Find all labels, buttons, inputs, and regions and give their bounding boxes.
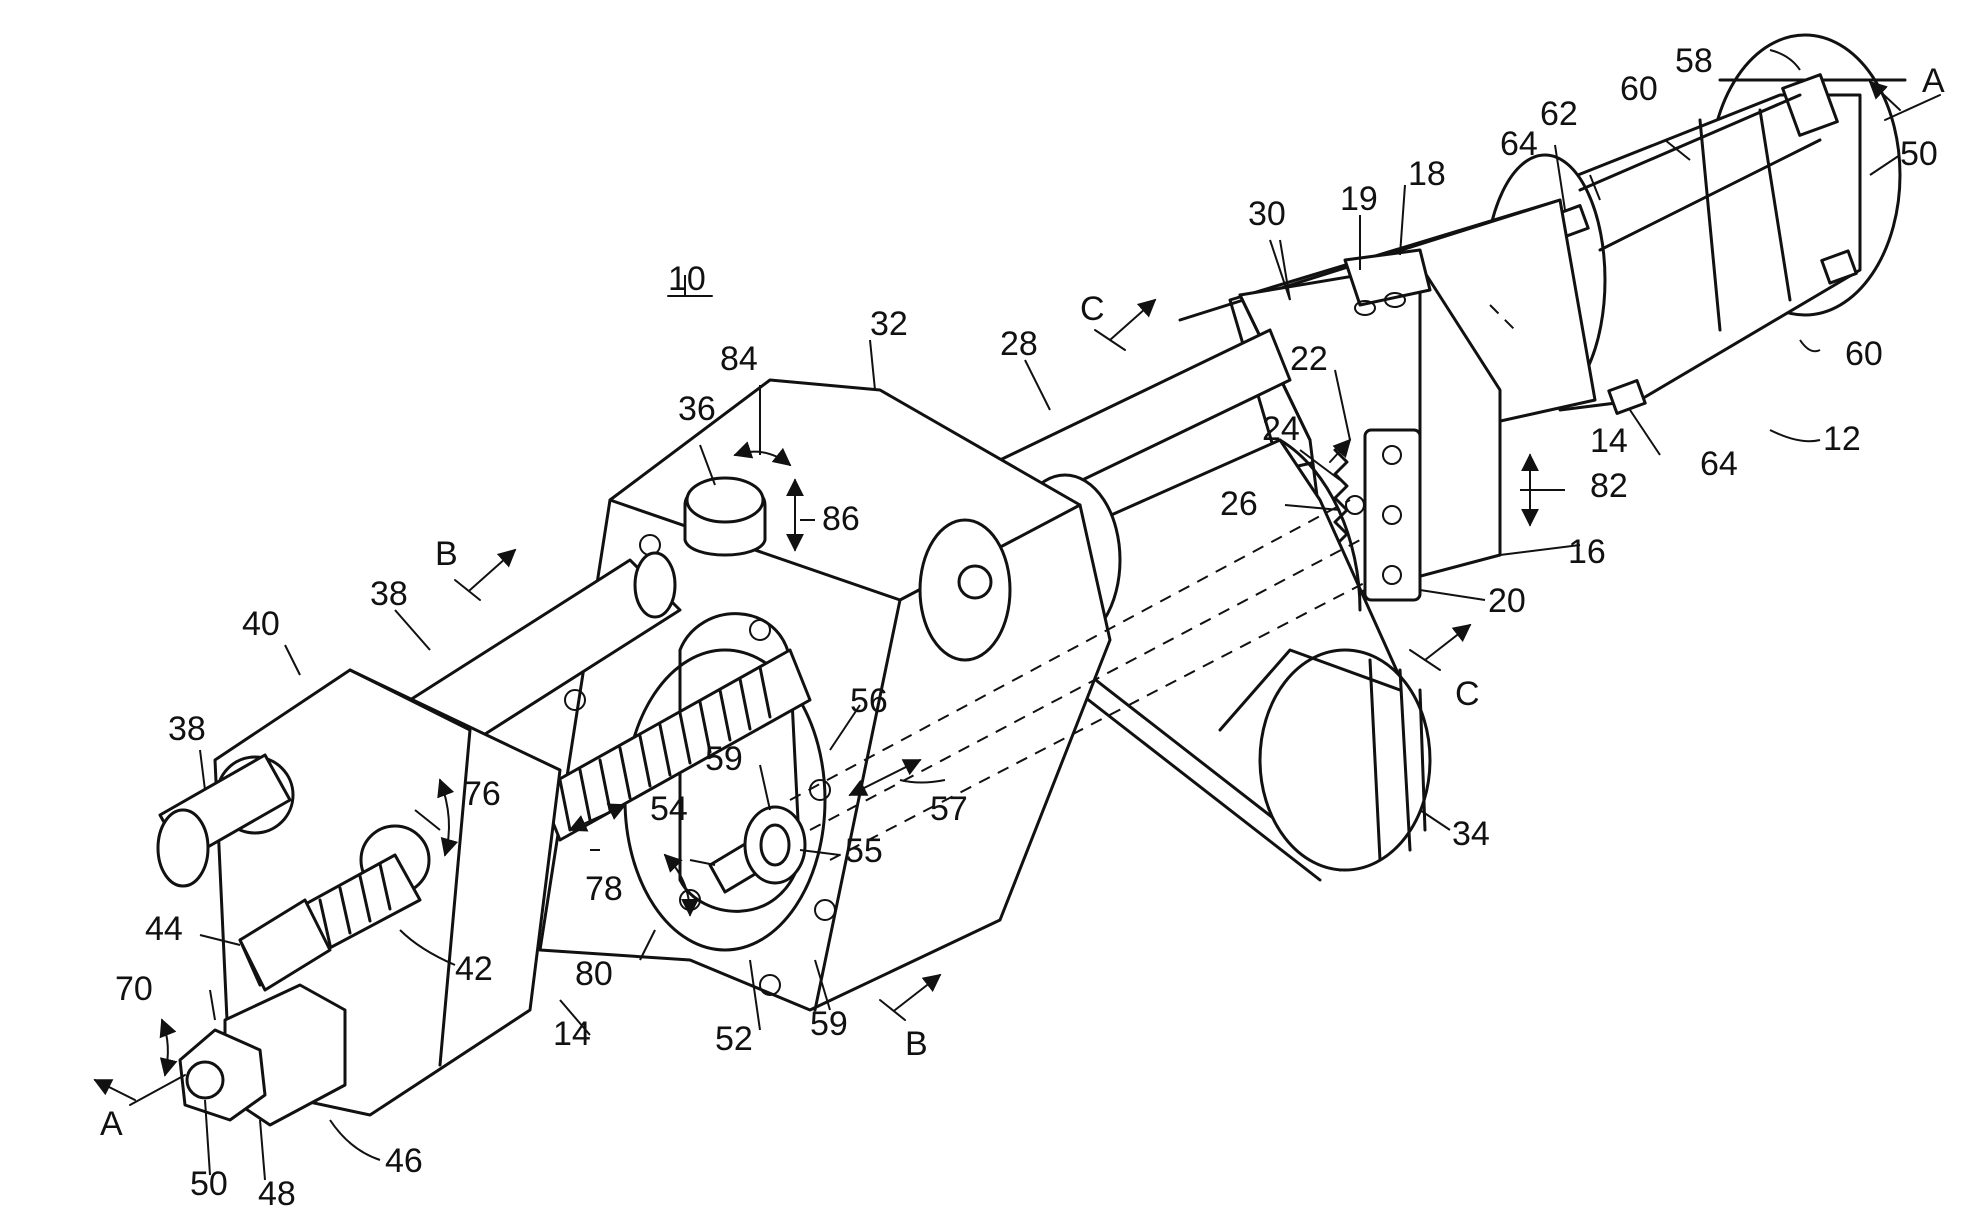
label-56: 56 xyxy=(850,682,888,720)
adjustment-knob xyxy=(685,478,765,555)
label-64-upper: 64 xyxy=(1500,125,1538,163)
label-84: 84 xyxy=(720,340,758,378)
label-60-upper: 60 xyxy=(1620,70,1658,108)
label-36: 36 xyxy=(678,390,716,428)
label-50-left: 50 xyxy=(190,1165,228,1203)
label-55: 55 xyxy=(845,832,883,870)
label-59-lower: 59 xyxy=(810,1005,848,1043)
label-86: 86 xyxy=(822,500,860,538)
label-10: 10 xyxy=(668,260,706,298)
label-54: 54 xyxy=(650,790,688,828)
section-b-bottom: B xyxy=(905,1025,928,1063)
label-59-upper: 59 xyxy=(705,740,743,778)
label-78: 78 xyxy=(585,870,623,908)
label-50-right: 50 xyxy=(1900,135,1938,173)
label-70: 70 xyxy=(115,970,153,1008)
label-58: 58 xyxy=(1675,42,1713,80)
label-48: 48 xyxy=(258,1175,296,1213)
section-a-left: A xyxy=(100,1105,123,1143)
label-62: 62 xyxy=(1540,95,1578,133)
label-34: 34 xyxy=(1452,815,1490,853)
label-18: 18 xyxy=(1408,155,1446,193)
label-28: 28 xyxy=(1000,325,1038,363)
label-40: 40 xyxy=(242,605,280,643)
section-a-right: A xyxy=(1922,62,1945,100)
label-64-lower: 64 xyxy=(1700,445,1738,483)
label-80: 80 xyxy=(575,955,613,993)
label-26: 26 xyxy=(1220,485,1258,523)
label-46: 46 xyxy=(385,1142,423,1180)
section-c-bottom: C xyxy=(1455,675,1480,713)
label-60-lower: 60 xyxy=(1845,335,1883,373)
label-16: 16 xyxy=(1568,533,1606,571)
central-block xyxy=(540,380,1110,1010)
section-b-top: B xyxy=(435,535,458,573)
label-38-lower: 38 xyxy=(168,710,206,748)
label-82: 82 xyxy=(1590,467,1628,505)
label-42: 42 xyxy=(455,950,493,988)
section-c-top: C xyxy=(1080,290,1105,328)
label-12: 12 xyxy=(1823,420,1861,458)
label-14-left: 14 xyxy=(553,1015,591,1053)
label-32: 32 xyxy=(870,305,908,343)
label-14-right: 14 xyxy=(1590,422,1628,460)
label-57: 57 xyxy=(930,790,968,828)
label-22: 22 xyxy=(1290,340,1328,378)
label-38-upper: 38 xyxy=(370,575,408,613)
label-52: 52 xyxy=(715,1020,753,1058)
label-44: 44 xyxy=(145,910,183,948)
label-30: 30 xyxy=(1248,195,1286,233)
label-24: 24 xyxy=(1262,410,1300,448)
label-76: 76 xyxy=(463,775,501,813)
label-20: 20 xyxy=(1488,582,1526,620)
label-19: 19 xyxy=(1340,180,1378,218)
